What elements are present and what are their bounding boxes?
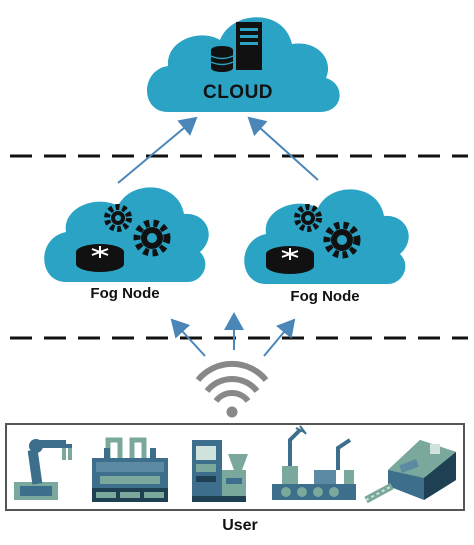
arrow-wifi-to-fog1 xyxy=(170,318,206,357)
server-database-icon xyxy=(210,22,262,72)
extruder-machine-icon xyxy=(364,440,456,504)
assembly-line-icon xyxy=(272,425,356,500)
cloud-label: CLOUD xyxy=(202,82,274,103)
gears-icon xyxy=(104,204,171,257)
arrow-fog2-to-cloud xyxy=(247,116,319,181)
vending-machine-icon xyxy=(192,440,248,502)
fog-node-label-2: Fog Node xyxy=(290,288,360,305)
wifi-icon xyxy=(195,361,269,418)
router-icon xyxy=(76,244,124,272)
user-label: User xyxy=(222,517,258,534)
fog-node-label-1: Fog Node xyxy=(90,285,160,302)
arrow-wifi-to-fog2 xyxy=(263,318,296,357)
router-icon xyxy=(266,246,314,274)
industrial-machine-icon xyxy=(92,437,168,502)
fog-node-cloud-1 xyxy=(44,187,209,282)
robot-arm-icon xyxy=(14,439,72,500)
arrow-fog1-to-cloud xyxy=(117,116,198,184)
gears-icon xyxy=(294,204,361,259)
